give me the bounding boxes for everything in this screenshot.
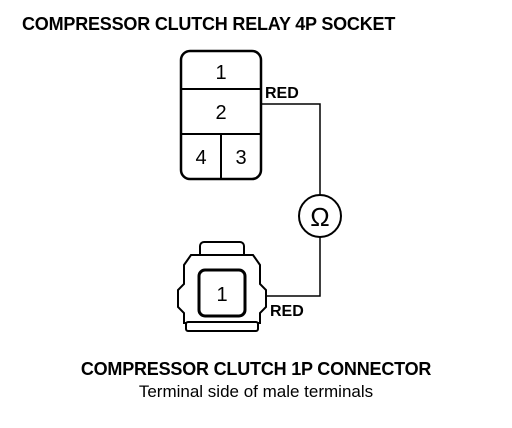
socket-terminal-1: 1 bbox=[215, 62, 226, 84]
clutch-1p-connector: 1 bbox=[177, 241, 267, 332]
relay-socket-title: COMPRESSOR CLUTCH RELAY 4P SOCKET bbox=[22, 14, 396, 34]
clutch-connector-subtitle: Terminal side of male terminals bbox=[138, 382, 374, 401]
socket-terminal-2: 2 bbox=[215, 102, 226, 124]
socket-terminal-4: 4 bbox=[195, 147, 206, 169]
relay-4p-socket: 1 2 4 3 bbox=[179, 49, 263, 181]
ohm-symbol: Ω bbox=[310, 202, 329, 232]
upper-lead-wire bbox=[261, 103, 321, 195]
clutch-connector-title: COMPRESSOR CLUTCH 1P CONNECTOR bbox=[80, 359, 432, 379]
connector-cavity bbox=[197, 268, 247, 318]
socket-terminal-3: 3 bbox=[235, 147, 246, 169]
ohmmeter: Ω bbox=[298, 194, 342, 238]
test-leads bbox=[261, 103, 321, 297]
lower-lead-wire bbox=[264, 237, 321, 297]
connector-base bbox=[185, 321, 259, 332]
connector-terminal-1: 1 bbox=[216, 284, 227, 306]
lower-wire-color-label: RED bbox=[270, 303, 304, 320]
ohmmeter-icon bbox=[298, 194, 342, 238]
upper-wire-color-label: RED bbox=[265, 85, 299, 102]
